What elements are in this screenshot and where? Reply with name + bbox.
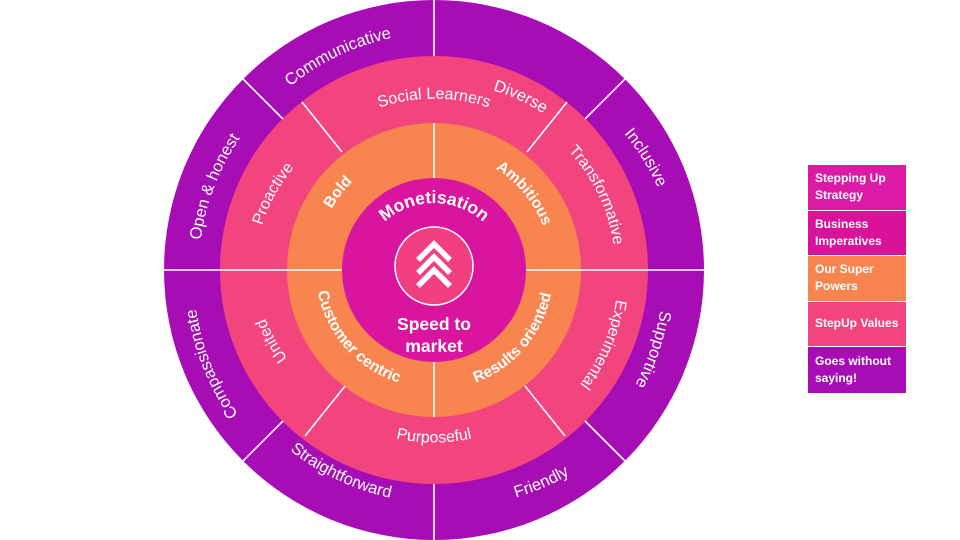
core-label-speed-to: Speed to: [397, 314, 471, 334]
legend-label: Stepping Up Strategy: [815, 171, 886, 203]
legend-label: Goes without saying!: [815, 353, 891, 385]
legend-item-imperatives: Business Imperatives: [808, 210, 906, 256]
legend-label: Our Super Powers: [815, 262, 874, 294]
legend-item-super-powers: Our Super Powers: [808, 256, 906, 302]
divider-outer-ne: [584, 78, 626, 120]
chevrons-up-icon: [416, 240, 452, 288]
legend-label: Business Imperatives: [815, 216, 882, 248]
center-hub: [394, 226, 474, 306]
divider-outer-se: [584, 420, 626, 462]
divider-values-ne: [526, 101, 568, 153]
divider-outer-nw: [242, 78, 284, 120]
core-label-market: market: [405, 336, 463, 356]
values-label-purposeful: Purposeful: [395, 426, 473, 447]
divider-values-se: [524, 385, 566, 437]
legend-item-values: StepUp Values: [808, 301, 906, 347]
legend-label: StepUp Values: [815, 316, 899, 331]
divider-values-sw: [304, 385, 346, 437]
legend: Stepping Up Strategy Business Imperative…: [808, 165, 906, 393]
divider-values-nw: [301, 101, 343, 153]
legend-item-strategy: Stepping Up Strategy: [808, 165, 906, 211]
legend-item-goes-without-saying: Goes without saying!: [808, 347, 906, 393]
divider-outer-sw: [242, 420, 284, 462]
ring-dividers: [164, 0, 704, 540]
hub-disc: [394, 226, 474, 306]
